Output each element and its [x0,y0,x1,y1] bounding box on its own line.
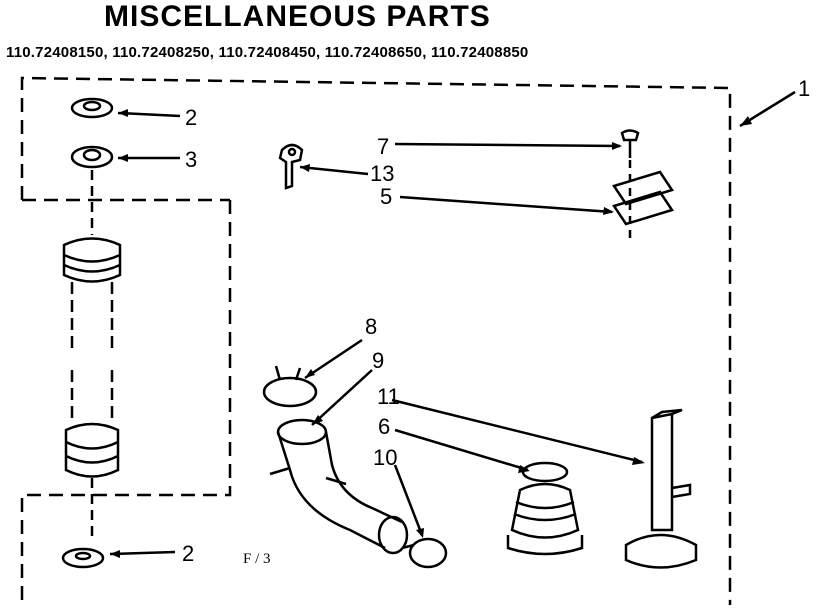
diagram-title: MISCELLANEOUS PARTS [104,0,491,33]
callout-1: 1 [798,76,810,101]
callout-6: 6 [378,414,390,439]
part-6-leveling-foot [506,461,584,556]
assembly-boundary-upper [20,76,732,605]
part-9-elbow-hose [269,418,409,555]
callout-8: 8 [365,314,377,339]
assembly-boundary [20,200,232,605]
part-8-clamp [262,365,318,408]
callout-10: 10 [373,445,397,470]
part-11-leveling-leg [624,408,698,569]
callout-7: 7 [377,134,389,159]
part-10-clamp [401,537,448,569]
callout-5: 5 [380,184,392,209]
callout-2-bottom: 2 [182,541,194,566]
callout-9: 9 [372,348,384,373]
callout-3: 3 [185,147,197,172]
callout-11: 11 [377,384,400,409]
page-reference: F / 3 [243,551,271,567]
part-13-clip [278,143,304,190]
drain-hose-vertical [61,97,122,569]
part-5-pads [612,170,674,226]
callout-2-top: 2 [185,105,197,130]
callout-13: 13 [370,161,394,186]
model-numbers: 110.72408150, 110.72408250, 110.72408450… [6,44,529,61]
part-7-screw [620,129,640,240]
